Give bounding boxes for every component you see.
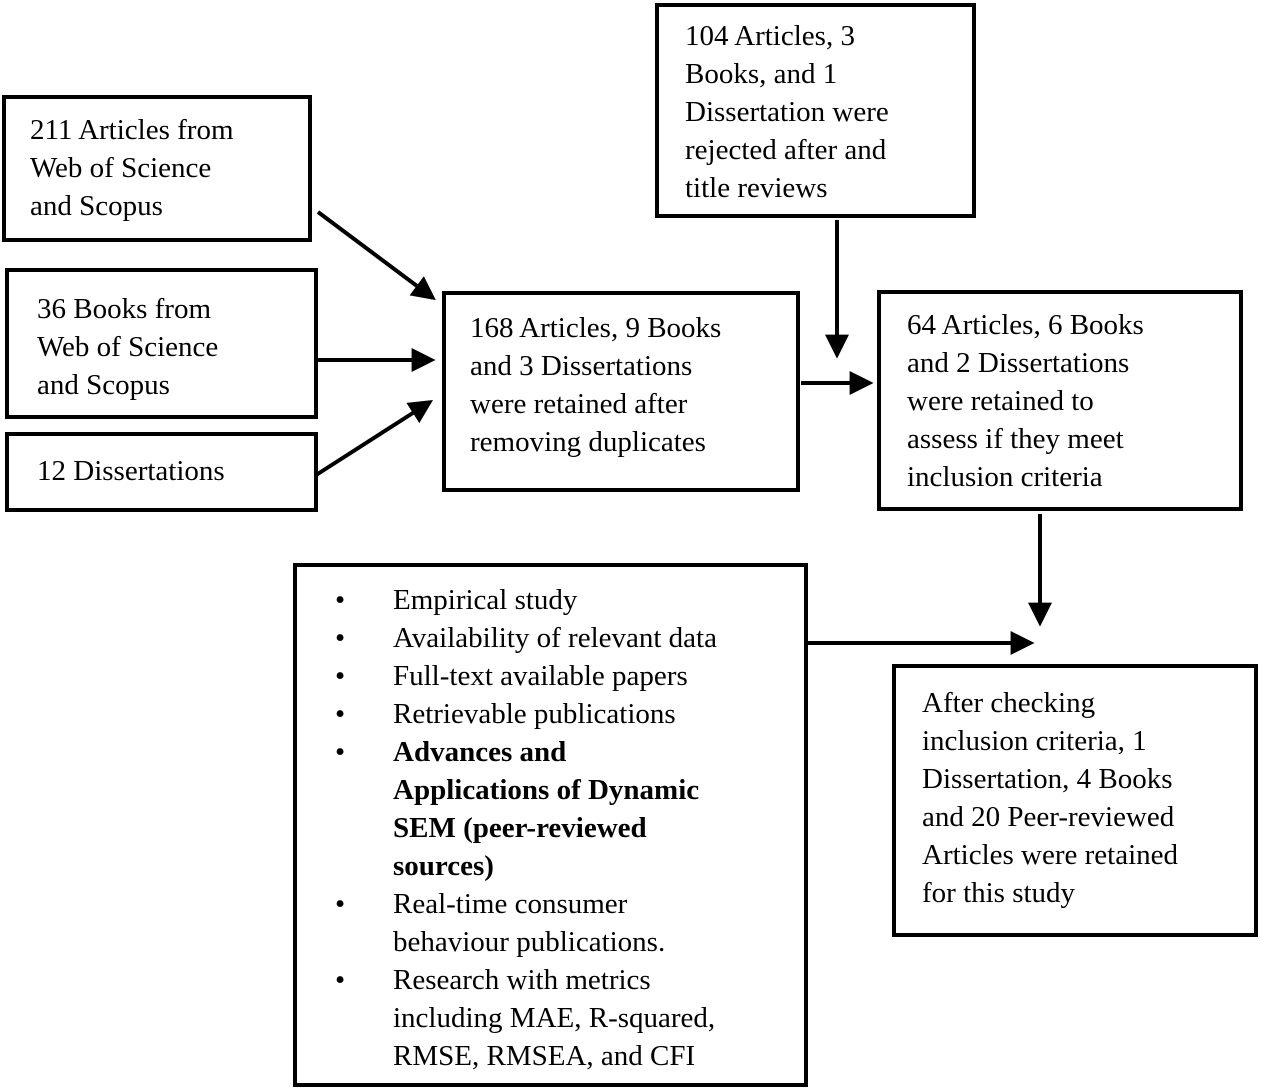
criteria-item: • Availability of relevant data — [297, 619, 792, 657]
bullet-icon: • — [335, 698, 346, 730]
bullet-icon: • — [335, 584, 346, 616]
box-deduplicated: 168 Articles, 9 Books and 3 Dissertation… — [442, 291, 800, 492]
arrow-articles-to-dedup-icon — [316, 210, 436, 301]
box-source-books: 36 Books from Web of Science and Scopus — [5, 268, 318, 419]
final-retained-text: After checking inclusion criteria, 1 Dis… — [922, 687, 1179, 909]
criteria-item-label: Empirical study — [393, 584, 578, 616]
box-inclusion-criteria: • Empirical study • Availability of relevan… — [293, 563, 808, 1087]
criteria-item-label: Full-text available papers — [393, 660, 688, 692]
bullet-icon: • — [335, 660, 346, 692]
criteria-list: • Empirical study • Availability of relevan… — [297, 581, 792, 1075]
criteria-item-label: Retrievable publications — [393, 698, 676, 730]
box-source-dissertations: 12 Dissertations — [5, 432, 318, 512]
box-rejected: 104 Articles, 3 Books, and 1 Dissertatio… — [655, 3, 976, 218]
criteria-item: • Advances and Applications of Dynamic SE… — [297, 733, 792, 885]
criteria-item-label: Advances and Applications of Dynamic SEM… — [393, 736, 700, 882]
criteria-item: • Full-text available papers — [297, 657, 792, 695]
criteria-item: • Empirical study — [297, 581, 792, 619]
criteria-item-label: Research with metrics including MAE, R-s… — [393, 964, 716, 1072]
box-source-articles: 211 Articles from Web of Science and Sco… — [2, 95, 312, 242]
source-books-text: 36 Books from Web of Science and Scopus — [37, 293, 219, 401]
bullet-icon: • — [335, 964, 346, 996]
rejected-text: 104 Articles, 3 Books, and 1 Dissertatio… — [685, 20, 889, 204]
criteria-item-label: Availability of relevant data — [393, 622, 717, 654]
criteria-item-label: Real-time consumer behaviour publication… — [393, 888, 666, 958]
box-final-retained: After checking inclusion criteria, 1 Dis… — [892, 664, 1258, 937]
source-dissertations-text: 12 Dissertations — [37, 455, 225, 487]
bullet-icon: • — [335, 888, 346, 920]
deduplicated-text: 168 Articles, 9 Books and 3 Dissertation… — [470, 312, 722, 458]
criteria-item: • Real-time consumer behaviour publicatio… — [297, 885, 792, 961]
source-articles-text: 211 Articles from Web of Science and Sco… — [30, 114, 234, 222]
box-assessment: 64 Articles, 6 Books and 2 Dissertations… — [877, 290, 1243, 511]
arrow-dissertations-to-dedup-icon — [311, 400, 434, 479]
bullet-icon: • — [335, 736, 346, 768]
criteria-item: • Research with metrics including MAE, R-… — [297, 961, 792, 1075]
criteria-item: • Retrievable publications — [297, 695, 792, 733]
assessment-text: 64 Articles, 6 Books and 2 Dissertations… — [907, 309, 1144, 493]
bullet-icon: • — [335, 622, 346, 654]
